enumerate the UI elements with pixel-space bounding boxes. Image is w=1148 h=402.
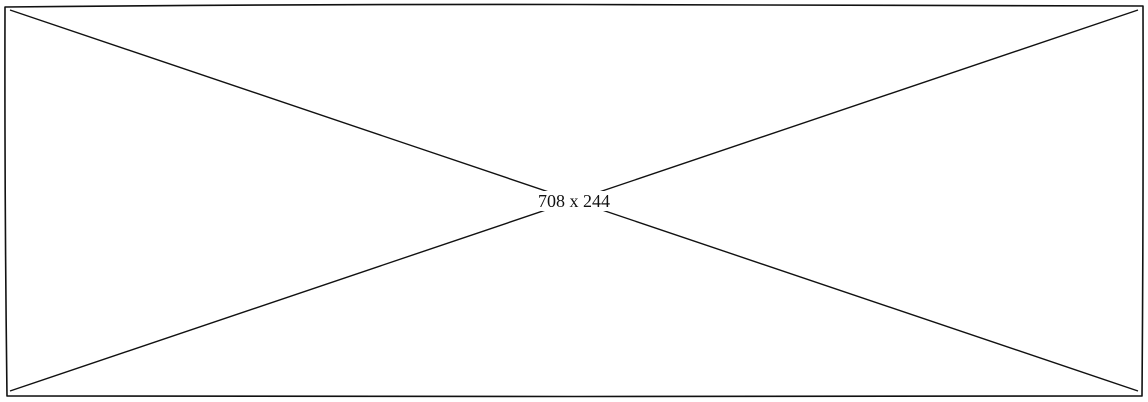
- placeholder-frame: [4, 3, 1144, 398]
